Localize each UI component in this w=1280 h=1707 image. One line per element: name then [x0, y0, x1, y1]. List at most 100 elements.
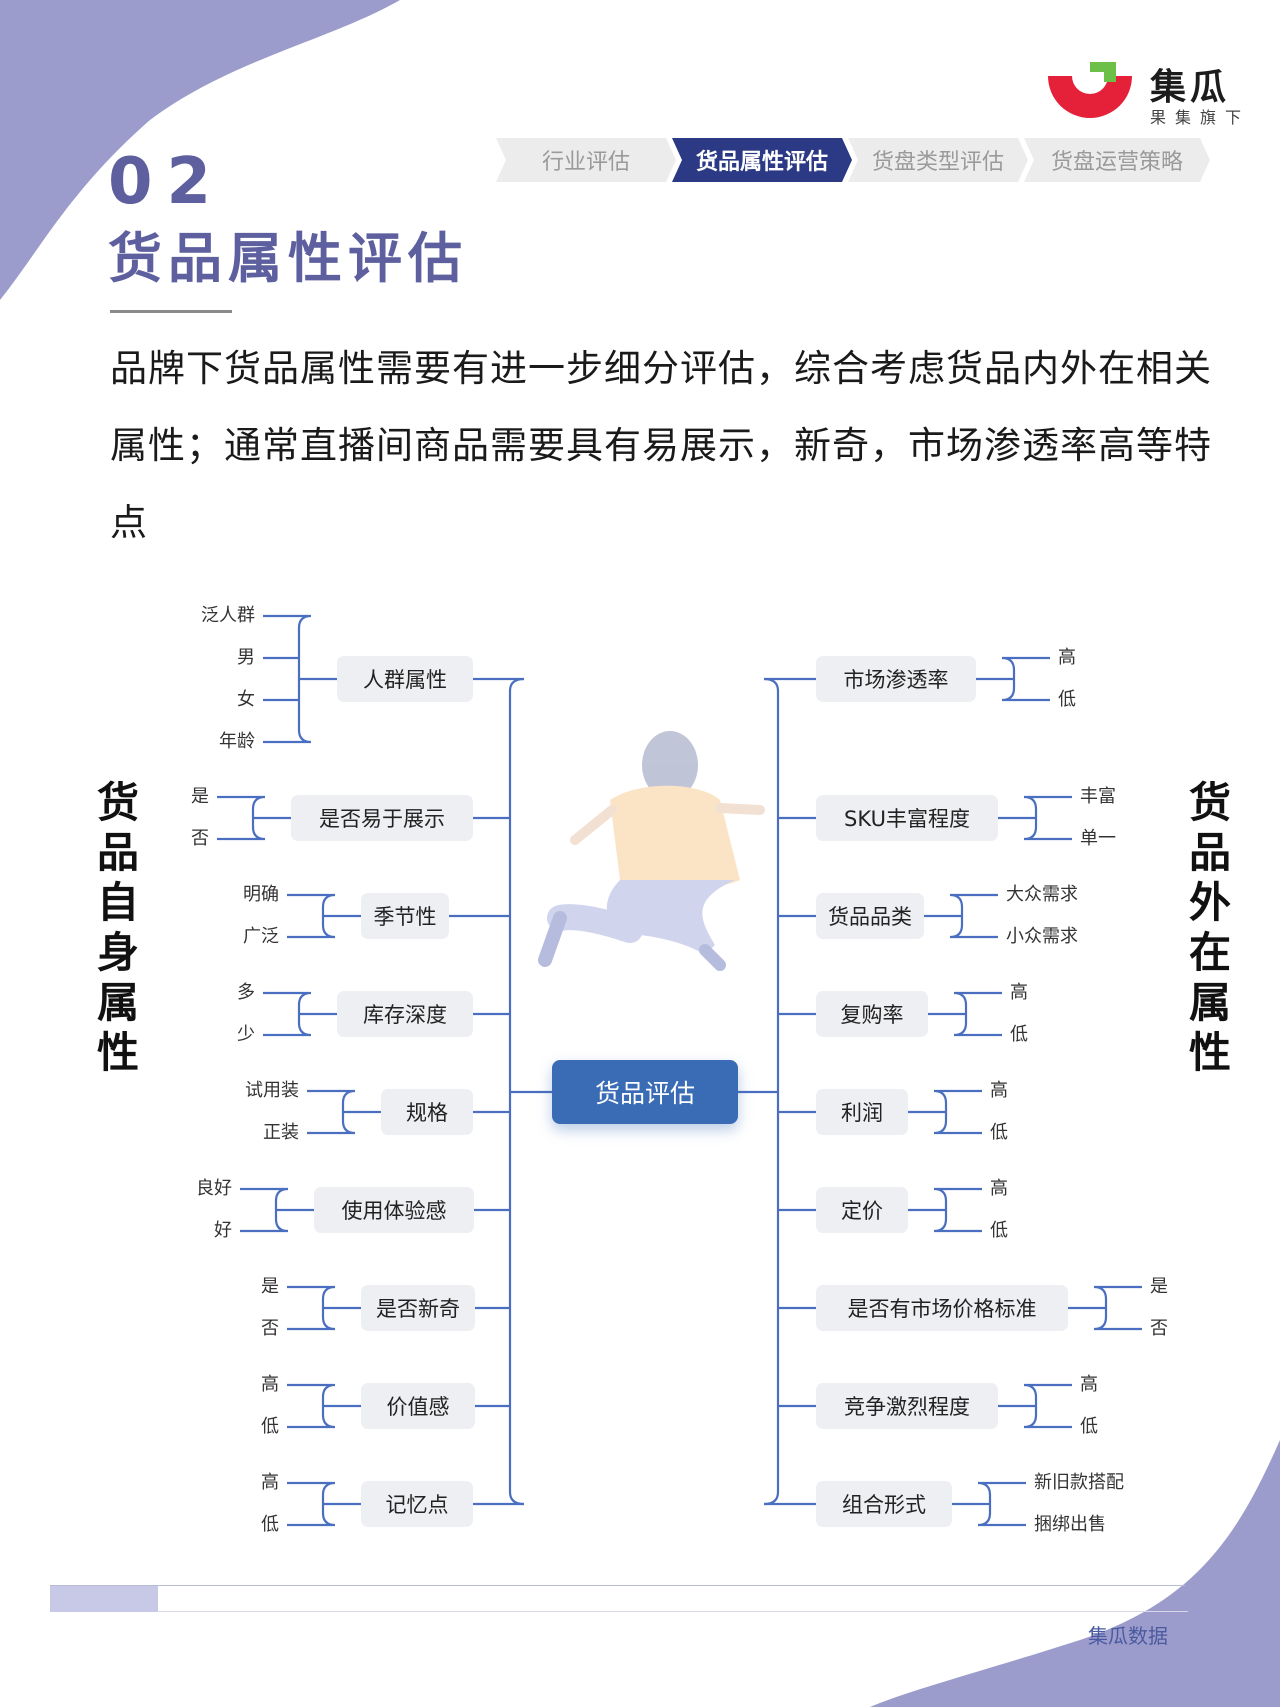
mindmap-leaf-right-8-2: 低 — [1080, 1416, 1098, 1437]
mindmap-leaf-left-7-1: 是 — [261, 1276, 279, 1297]
mindmap-leaf-left-8-1: 高 — [261, 1374, 279, 1395]
tab-goods-operation-strategy[interactable]: 货盘运营策略 — [1024, 138, 1210, 182]
connector-line — [763, 677, 780, 1506]
mindmap-leaf-left-2-2: 否 — [191, 828, 209, 849]
mindmap-leaf-left-4-1: 多 — [237, 982, 255, 1003]
footer-divider-secondary — [158, 1611, 1188, 1612]
mindmap-node-left-6[interactable]: 使用体验感 — [314, 1187, 474, 1233]
footer-divider — [50, 1585, 1185, 1586]
mindmap-leaf-right-3-2: 小众需求 — [1006, 926, 1078, 947]
mindmap-leaf-right-1-1: 高 — [1058, 647, 1076, 668]
mindmap-node-right-9[interactable]: 组合形式 — [816, 1481, 952, 1527]
mindmap-leaf-left-9-1: 高 — [261, 1472, 279, 1493]
section-title: 货品属性评估 — [108, 227, 468, 290]
mindmap-node-left-2[interactable]: 是否易于展示 — [291, 795, 473, 841]
connector-line — [1023, 795, 1072, 841]
mindmap-node-right-2[interactable]: SKU丰富程度 — [816, 795, 998, 841]
mindmap-node-left-8[interactable]: 价值感 — [361, 1383, 475, 1429]
mindmap-node-right-6[interactable]: 定价 — [816, 1187, 908, 1233]
mindmap-node-right-5[interactable]: 利润 — [816, 1089, 908, 1135]
right-side-title: 货品外在属性 — [1188, 778, 1231, 1077]
connector-line — [263, 614, 312, 744]
connector-line — [508, 677, 525, 1506]
tab-goods-type-eval[interactable]: 货盘类型评估 — [848, 138, 1028, 182]
connector-line — [933, 1089, 982, 1135]
connector-line — [1093, 1285, 1142, 1331]
connector-line — [263, 991, 312, 1037]
mindmap-leaf-right-2-1: 丰富 — [1080, 786, 1116, 807]
section-number: 02 — [108, 145, 226, 219]
connector-line — [933, 1187, 982, 1233]
mindmap-leaf-right-6-1: 高 — [990, 1178, 1008, 1199]
mindmap-leaf-left-5-1: 试用装 — [245, 1080, 299, 1101]
mindmap-node-left-9[interactable]: 记忆点 — [361, 1481, 473, 1527]
mindmap-leaf-left-6-1: 良好 — [196, 1178, 232, 1199]
tab-label: 货盘运营策略 — [1050, 150, 1183, 175]
footer-accent-block — [50, 1586, 158, 1612]
mindmap-node-right-7[interactable]: 是否有市场价格标准 — [816, 1285, 1068, 1331]
connector-line — [953, 991, 1002, 1037]
mindmap-leaf-right-9-1: 新旧款搭配 — [1034, 1472, 1124, 1493]
mindmap-leaf-right-7-2: 否 — [1150, 1318, 1168, 1339]
mindmap-node-left-3[interactable]: 季节性 — [361, 893, 449, 939]
mindmap-leaf-left-9-2: 低 — [261, 1514, 279, 1535]
connector-line — [949, 893, 998, 939]
connector-line — [1023, 1383, 1072, 1429]
mindmap-leaf-right-5-2: 低 — [990, 1122, 1008, 1143]
running-figure-illustration — [538, 731, 765, 971]
mindmap-leaf-left-3-2: 广泛 — [243, 926, 279, 947]
connector-line — [307, 1089, 356, 1135]
mindmap-leaf-right-4-1: 高 — [1010, 982, 1028, 1003]
mindmap-leaf-left-2-1: 是 — [191, 786, 209, 807]
connector-line — [217, 795, 266, 841]
connector-line — [1001, 656, 1050, 702]
connector-line — [287, 893, 336, 939]
mindmap-leaf-left-1-4: 年龄 — [219, 731, 255, 752]
mindmap-node-left-4[interactable]: 库存深度 — [337, 991, 473, 1037]
mindmap-leaf-right-9-2: 捆绑出售 — [1034, 1514, 1106, 1535]
mindmap-leaf-right-8-1: 高 — [1080, 1374, 1098, 1395]
connector-line — [287, 1481, 336, 1527]
connector-line — [977, 1481, 1026, 1527]
mindmap-leaf-left-8-2: 低 — [261, 1416, 279, 1437]
connector-line — [287, 1285, 336, 1331]
section-divider — [110, 310, 232, 313]
mindmap-leaf-right-7-1: 是 — [1150, 1276, 1168, 1297]
mindmap-center-node[interactable]: 货品评估 — [552, 1060, 738, 1124]
connector-line — [287, 1383, 336, 1429]
tab-label: 行业评估 — [541, 150, 630, 175]
mindmap-node-right-4[interactable]: 复购率 — [816, 991, 928, 1037]
mindmap-leaf-left-1-3: 女 — [237, 689, 255, 710]
section-intro: 品牌下货品属性需要有进一步细分评估，综合考虑货品内外在相关属性；通常直播间商品需… — [110, 347, 1212, 544]
mindmap-leaf-right-3-1: 大众需求 — [1006, 884, 1078, 905]
mindmap-node-right-1[interactable]: 市场渗透率 — [816, 656, 976, 702]
mindmap-node-left-1[interactable]: 人群属性 — [337, 656, 473, 702]
mindmap-node-left-7[interactable]: 是否新奇 — [361, 1285, 475, 1331]
mindmap-node-right-8[interactable]: 竞争激烈程度 — [816, 1383, 998, 1429]
mindmap-leaf-left-1-1: 泛人群 — [201, 605, 255, 626]
mindmap-leaf-left-1-2: 男 — [237, 647, 255, 668]
mindmap-node-left-5[interactable]: 规格 — [381, 1089, 473, 1135]
mindmap-leaf-right-1-2: 低 — [1058, 689, 1076, 710]
footer-source: 集瓜数据 — [1088, 1624, 1168, 1648]
connector-line — [240, 1187, 289, 1233]
mindmap-leaf-left-4-2: 少 — [237, 1024, 255, 1045]
jigua-logo-icon — [1048, 62, 1132, 118]
brand-tagline: 果集旗下 — [1150, 108, 1251, 127]
tab-label: 货品属性评估 — [695, 150, 828, 175]
mindmap-leaf-right-6-2: 低 — [990, 1220, 1008, 1241]
mindmap-leaf-left-3-1: 明确 — [243, 884, 279, 905]
brand-name: 集瓜 — [1150, 67, 1231, 108]
left-side-title: 货品自身属性 — [96, 778, 139, 1077]
mindmap-leaf-right-2-2: 单一 — [1080, 828, 1116, 849]
tab-goods-attribute-eval[interactable]: 货品属性评估 — [672, 138, 852, 182]
mindmap-node-right-3[interactable]: 货品品类 — [816, 893, 924, 939]
mindmap-leaf-left-5-2: 正装 — [263, 1122, 299, 1143]
tab-label: 货盘类型评估 — [871, 150, 1004, 175]
mindmap-leaf-right-4-2: 低 — [1010, 1024, 1028, 1045]
tab-industry-eval[interactable]: 行业评估 — [496, 138, 676, 182]
mindmap-leaf-left-7-2: 否 — [261, 1318, 279, 1339]
mindmap-leaf-left-6-2: 好 — [214, 1220, 232, 1241]
